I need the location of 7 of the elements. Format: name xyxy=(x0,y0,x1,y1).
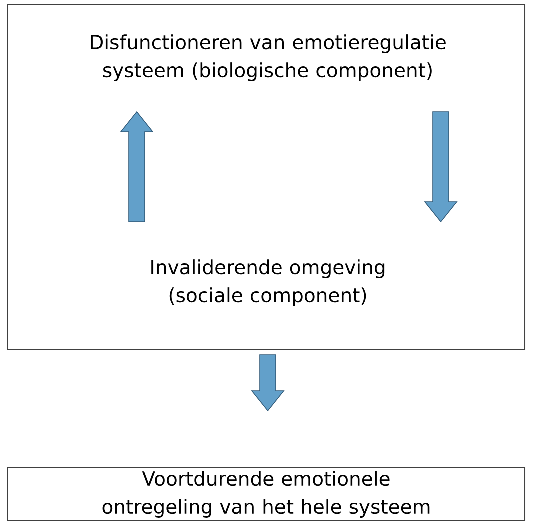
container-box xyxy=(8,4,526,350)
process-box: Voortdurende emotionele ontregeling van het hele systeem xyxy=(8,468,526,522)
node-text: Disfunctioneren van emotieregulatie systeem (biologische component) xyxy=(91,34,446,82)
block-arrow xyxy=(251,354,285,412)
block-arrow xyxy=(120,111,154,222)
block-arrow xyxy=(424,112,458,223)
node-text: Invaliderende omgeving (sociale component) xyxy=(152,260,385,306)
